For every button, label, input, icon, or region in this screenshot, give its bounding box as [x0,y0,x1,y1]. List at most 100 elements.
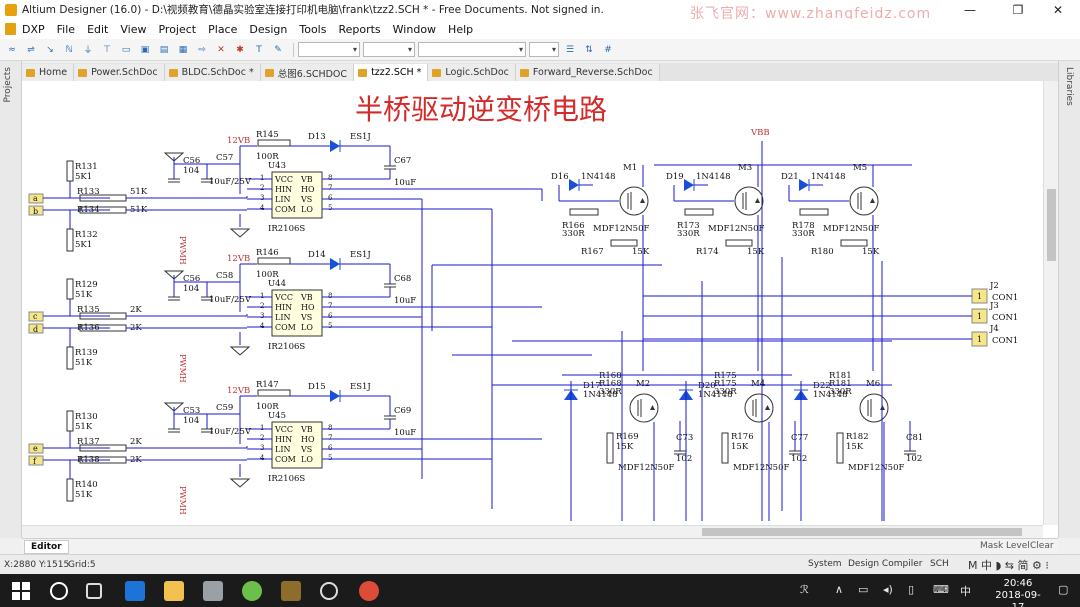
vertical-scrollbar[interactable] [1043,81,1058,525]
schdoc-icon [519,68,529,77]
vertical-scroll-thumb[interactable] [1047,189,1056,261]
snubber-cap-value: 102 [791,454,807,464]
low-gate-resistor-ref: R181 [829,379,852,389]
boot-cap-ref: C69 [394,406,411,416]
low-pulldown-resistor-value: 15K [616,442,634,452]
battery-icon[interactable]: ▯ [908,583,915,596]
low-gate-diode-ref: D20 [698,381,716,391]
tab-tzz2-sch[interactable]: tzz2.SCH * [354,64,429,81]
sch-panel-button[interactable]: SCH [930,559,949,569]
place-part-icon[interactable]: ▭ [121,44,131,55]
net-label-pwmh: PWMH [178,354,187,383]
menu-dxp[interactable]: DXP [22,22,45,36]
projects-panel-tab[interactable]: Projects [3,67,13,103]
arrange-icon[interactable]: ⇅ [585,44,593,55]
menu-project[interactable]: Project [158,22,197,36]
notification-icon[interactable]: ▢ [1058,583,1069,596]
el-cap-ref: C58 [216,271,233,281]
ic-pin-number: 4 [260,454,265,462]
net-label-icon[interactable]: ℕ [65,44,73,55]
tab-forward-reverse-schdoc[interactable]: Forward_Reverse.SchDoc [515,64,660,81]
snubber-cap-ref: C81 [906,433,923,443]
filter-combo-2[interactable]: ▾ [363,42,415,57]
volume-icon[interactable]: ◂) [883,583,893,596]
search-icon[interactable] [50,582,68,600]
ime-toolbar[interactable]: M 中 ◗ ⇆ 简 ⚙ ⁝ [968,559,1049,572]
tray-expand-icon[interactable]: ∧ [835,583,844,596]
bus-icon[interactable]: ⇌ [27,44,35,55]
pulldown-resistor-ref: R174 [696,247,719,257]
clear-button[interactable]: Clear [1030,541,1054,551]
menu-reports[interactable]: Reports [338,22,381,36]
diode-ref: D14 [308,250,326,260]
align-icon[interactable]: ☰ [565,44,575,55]
menu-view[interactable]: View [120,22,147,36]
horizontal-scroll-thumb[interactable] [702,528,1022,536]
maximize-button[interactable]: ❐ [1012,2,1024,17]
tab-logic-schdoc[interactable]: Logic.SchDoc [428,64,516,81]
menu-edit[interactable]: Edit [87,22,109,36]
menu-tools[interactable]: Tools [299,22,327,36]
design-compiler-button[interactable]: Design Compiler [848,559,923,569]
device-sheet-icon[interactable]: ▦ [178,44,188,55]
altium-taskbar-icon[interactable] [281,581,301,601]
people-icon[interactable]: ℛ [800,583,809,596]
filter-combo-4[interactable]: ▾ [529,42,559,57]
tab-bldc-schdoc[interactable]: BLDC.SchDoc * [164,64,261,81]
tab-power-schdoc[interactable]: Power.SchDoc [74,64,165,81]
ic-pin-name: LIN [275,445,290,454]
minimize-button[interactable]: — [964,2,976,17]
ic-part: IR2106S [268,474,305,484]
ime-indicator[interactable]: 中 [960,585,971,598]
filter-combo-3[interactable]: ▾ [418,42,526,57]
input-resistor-ref: R133 [77,187,100,197]
drawing-tools-icon[interactable]: ✎ [274,44,282,55]
network-icon[interactable]: ▭ [858,583,869,596]
compile-mask-icon[interactable]: ✱ [236,44,244,55]
connector-pin: 1 [977,335,982,344]
keyboard-icon[interactable]: ⌨ [933,583,949,596]
input-cap-ref: C56 [183,156,200,166]
calculator-icon[interactable] [203,581,223,601]
menu-design[interactable]: Design [249,22,288,36]
sheet-entry-icon[interactable]: ▤ [159,44,169,55]
bus-entry-icon[interactable]: ↘ [46,44,54,55]
menu-window[interactable]: Window [392,22,437,36]
close-button[interactable]: ✕ [1052,2,1064,17]
libraries-panel-tab[interactable]: Libraries [1064,67,1074,106]
file-explorer-icon[interactable] [164,581,184,601]
menu-file[interactable]: File [56,22,76,36]
start-icon[interactable] [12,582,30,600]
vcc-port-icon[interactable]: ⊤ [103,44,111,55]
filter-combo-1[interactable]: ▾ [298,42,360,57]
camera-app-icon[interactable] [320,582,338,600]
grid-icon[interactable]: # [604,44,612,55]
gnd-port-icon[interactable]: ⏚ [83,46,93,56]
no-erc-icon[interactable]: ✕ [217,44,225,55]
input-resistor-ref: R137 [77,437,100,447]
mask-level-button[interactable]: Mask Level [980,541,1030,551]
horizontal-scrollbar[interactable] [22,525,1043,538]
text-frame-icon[interactable]: T [256,44,262,55]
port-icon[interactable]: ⇨ [198,44,206,55]
menu-bar: DXP File Edit View Project Place Design … [0,19,1080,39]
editor-tab[interactable]: Editor [24,540,69,554]
menu-place[interactable]: Place [208,22,238,36]
mosfet-body-diode [640,198,645,203]
sheet-symbol-icon[interactable]: ▣ [140,44,150,55]
tab-home[interactable]: Home [22,64,75,81]
tab-zongtu6-schdoc[interactable]: 总图6.SCHDOC [260,64,355,81]
green-app-icon[interactable] [242,581,262,601]
wire-icon[interactable]: ≈ [8,44,16,55]
clock[interactable]: 20:46 2018-09-17 [990,578,1046,607]
menu-help[interactable]: Help [448,22,474,36]
schematic-toolbar: ≈ ⇌ ↘ ℕ ⏚ ⊤ ▭ ▣ ▤ ▦ ⇨ ✕ ✱ T ✎ ▾ ▾ ▾ ▾ ☰ … [0,39,1080,61]
chrome-icon[interactable] [359,581,379,601]
edge-browser-icon[interactable] [125,581,145,601]
low-pulldown-resistor [721,432,729,464]
system-panel-button[interactable]: System [808,559,842,569]
task-view-icon[interactable] [86,583,102,599]
boot-resistor [257,257,291,265]
